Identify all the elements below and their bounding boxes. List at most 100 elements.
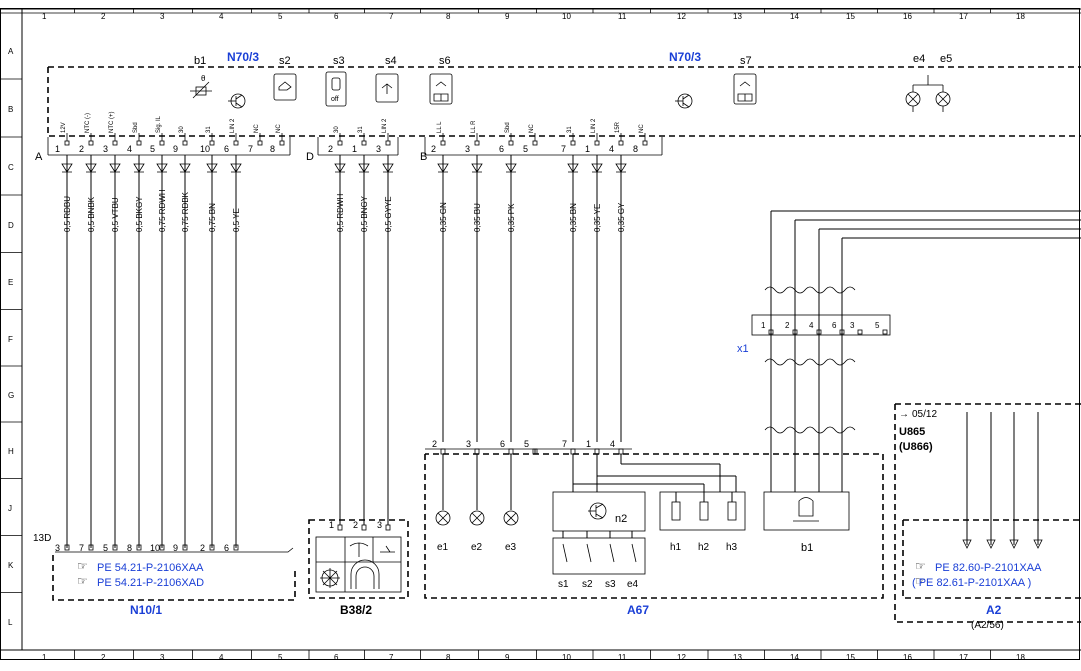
- pin-signal-label: LL L: [437, 121, 443, 133]
- connector-b-label: B: [420, 151, 427, 163]
- pin-signal-label: LL R: [471, 120, 477, 133]
- pin-signal-label: NTC (+): [109, 112, 115, 134]
- pin-number: 3: [465, 144, 470, 154]
- pin-number: 1: [55, 144, 60, 154]
- pin-signal-label: LIN 2: [591, 118, 597, 133]
- right-wire-bus: [764, 210, 1081, 549]
- pin-signal-label: 30: [334, 126, 340, 133]
- pin-number: 6: [224, 144, 229, 154]
- a2-ref-1[interactable]: PE 82.60-P-2101XAA: [935, 562, 1042, 574]
- s2-label: s2: [279, 55, 291, 67]
- wire-color-label: 0,5 BNBK: [87, 196, 96, 232]
- grid-column-label: 3: [160, 12, 165, 21]
- n10-label: N10/1: [130, 603, 162, 617]
- pointer-icon: ☞: [77, 574, 88, 588]
- s3-label: s3: [333, 55, 345, 67]
- a67-pin-number: 7: [562, 439, 567, 449]
- pin-number: 4: [609, 144, 614, 154]
- s7-reading-light-switch-icon: [733, 73, 757, 105]
- n10-ref-2[interactable]: PE 54.21-P-2106XAD: [97, 577, 204, 589]
- a67-pin-number: 6: [500, 439, 505, 449]
- grid-column-label: 14: [790, 653, 799, 662]
- a67-pin-number: 5: [524, 439, 529, 449]
- grid-column-label: 15: [846, 653, 855, 662]
- transistor-icon: [228, 93, 246, 109]
- pin-signal-label: Sbd: [133, 122, 139, 133]
- grid-column-label: 13: [733, 653, 742, 662]
- pin-number: 3: [376, 144, 381, 154]
- pin-signal-label: NC: [639, 124, 645, 133]
- grid-column-label: 17: [959, 12, 968, 21]
- wire-color-label: 0,75 RDWH: [158, 189, 167, 232]
- pin-number: 8: [270, 144, 275, 154]
- u865-label: U865: [899, 426, 925, 438]
- pin-signal-label: 12V: [61, 122, 67, 133]
- pin-number: 5: [523, 144, 528, 154]
- grid-column-label: 5: [278, 12, 283, 21]
- grid-column-label: 3: [160, 653, 165, 662]
- grid-column-label: 9: [505, 653, 510, 662]
- pointer-icon: ☞: [77, 559, 88, 573]
- x1-pin-number: 2: [785, 321, 790, 330]
- s7-label: s7: [740, 55, 752, 67]
- a2-label: A2: [986, 603, 1002, 617]
- grid-column-label: 7: [389, 653, 394, 662]
- n10-pin-number: 5: [103, 543, 108, 553]
- a67-pin-number: 2: [432, 439, 437, 449]
- b38-label: B38/2: [340, 603, 372, 617]
- pin-signal-label: NC: [276, 124, 282, 133]
- pointer-icon: ☞: [915, 559, 926, 573]
- grid-column-label: 1: [42, 653, 47, 662]
- grid-column-label: 4: [219, 12, 224, 21]
- wire-color-label: 0,35 PK: [507, 203, 516, 232]
- b1-label: b1: [194, 55, 206, 67]
- n10-pin-number: 7: [79, 543, 84, 553]
- lamp-label: e2: [471, 542, 483, 553]
- grid-column-label: 6: [334, 653, 339, 662]
- wire-color-label: 0,35 BN: [569, 203, 578, 232]
- n10-ref-1[interactable]: PE 54.21-P-2106XAA: [97, 562, 204, 574]
- pin-number: 7: [561, 144, 566, 154]
- wire-color-label: 0,35 BU: [473, 203, 482, 232]
- a2-arrow-ref: 05/12: [912, 409, 937, 420]
- pin-signal-label: 31: [567, 126, 573, 133]
- grid-column-label: 13: [733, 12, 742, 21]
- grid-column-label: 8: [446, 12, 451, 21]
- s6-reading-light-switch-icon: [429, 73, 453, 105]
- grid-row-label: A: [8, 47, 14, 56]
- pin-number: 6: [499, 144, 504, 154]
- grid-column-label: 9: [505, 12, 510, 21]
- heater-label: h3: [726, 542, 738, 553]
- grid-column-label: 12: [677, 12, 686, 21]
- e5-label: e5: [940, 53, 952, 65]
- pin-number: 4: [127, 144, 132, 154]
- b1-motor-icon: [793, 497, 819, 522]
- ntc-sensor-icon: θ: [190, 74, 212, 99]
- e4-e5-lamp-icon: [905, 75, 951, 112]
- x1-pin-number: 4: [809, 321, 814, 330]
- a67-pin-number: 1: [586, 439, 591, 449]
- pin-number: 2: [431, 144, 436, 154]
- pin-number: 1: [352, 144, 357, 154]
- s4-switch-icon: [375, 73, 399, 103]
- pin-signal-label: 15R: [615, 121, 621, 133]
- grid-column-label: 2: [101, 12, 106, 21]
- pin-signal-label: Sbd: [505, 122, 511, 133]
- grid-column-label: 16: [903, 653, 912, 662]
- a67-pin-number: 3: [466, 439, 471, 449]
- svg-text:off: off: [331, 96, 339, 103]
- wire-color-label: 0,5 GYYE: [384, 196, 393, 232]
- wire-color-label: 0,35 GY: [617, 202, 626, 232]
- grid-column-label: 5: [278, 653, 283, 662]
- a2-ref-2[interactable]: ( PE 82.61-P-2101XAA ): [912, 577, 1031, 589]
- grid-row-label: E: [8, 278, 13, 287]
- switch-label: s3: [605, 579, 616, 590]
- a67-label: A67: [627, 603, 649, 617]
- e4-label: e4: [913, 53, 925, 65]
